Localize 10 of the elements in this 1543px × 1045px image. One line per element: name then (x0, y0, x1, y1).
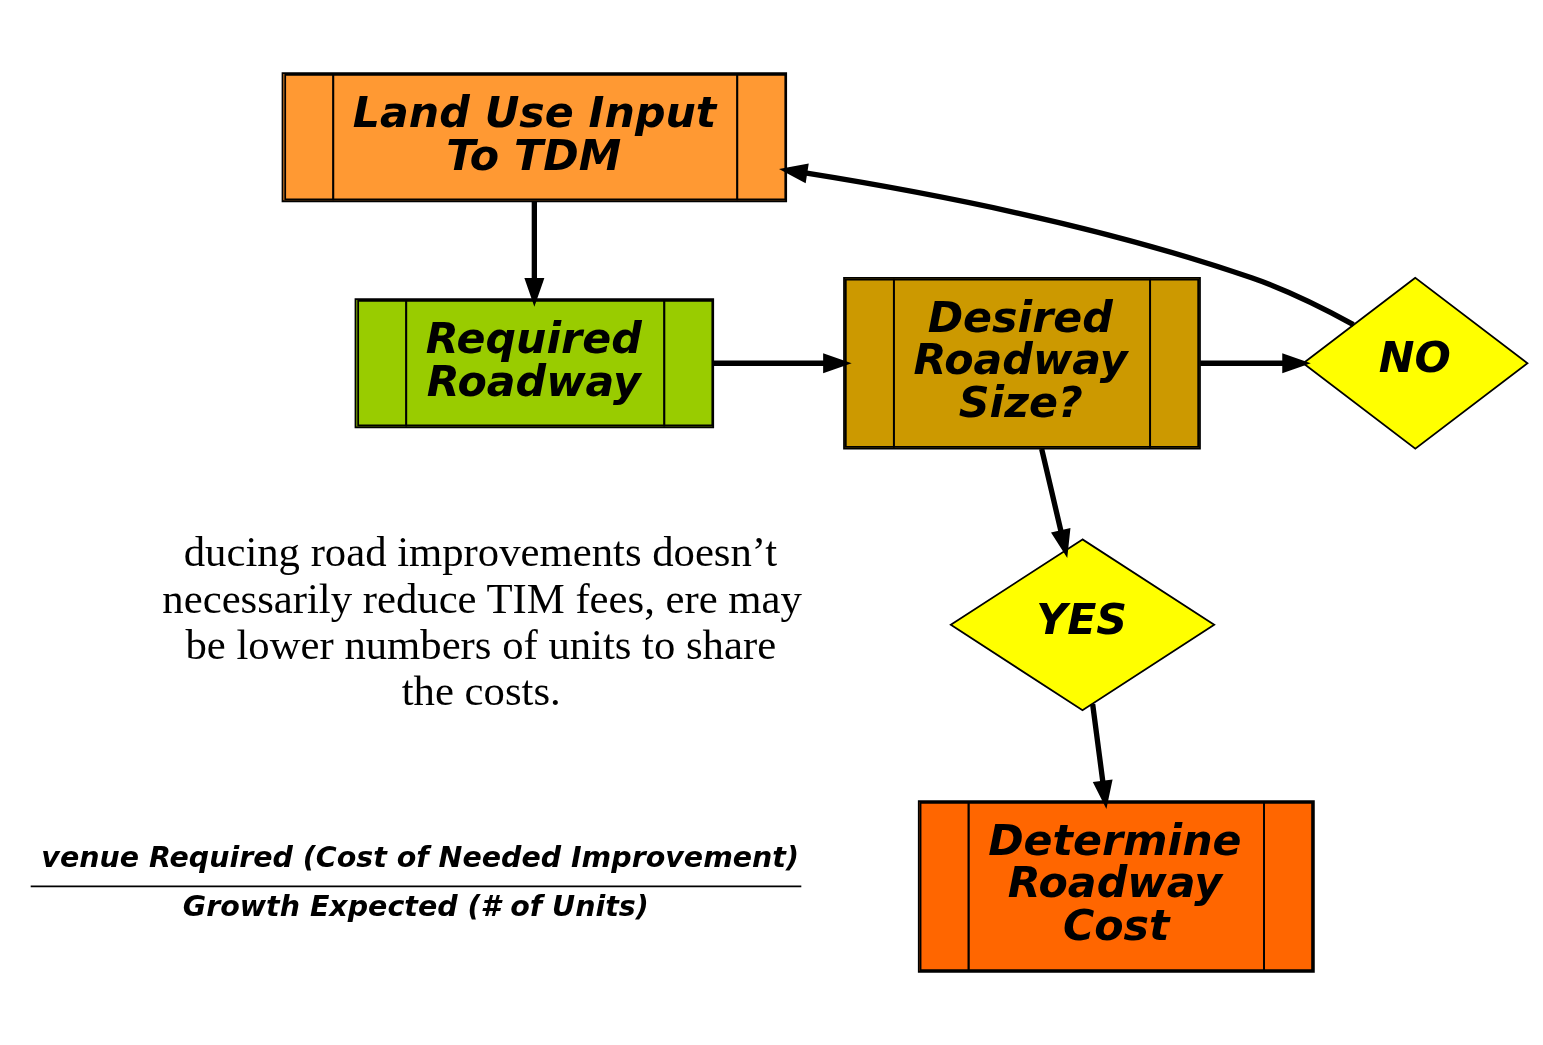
arrow (713, 353, 852, 374)
arrow (1090, 703, 1113, 810)
label: ducing road improvements doesn’t necessarily reduce TIM fees, ere may be lower numbers of units to share the costs. (162, 528, 802, 715)
label: venue Required (Cost of Needed Improvement) (41, 840, 800, 874)
arrow (1039, 448, 1071, 558)
label: Growth Expected (# of Units) (182, 890, 649, 924)
arrow (1200, 353, 1311, 374)
arrow (524, 201, 545, 307)
node-diamond: YES (949, 538, 1216, 712)
arrow (779, 163, 1355, 327)
